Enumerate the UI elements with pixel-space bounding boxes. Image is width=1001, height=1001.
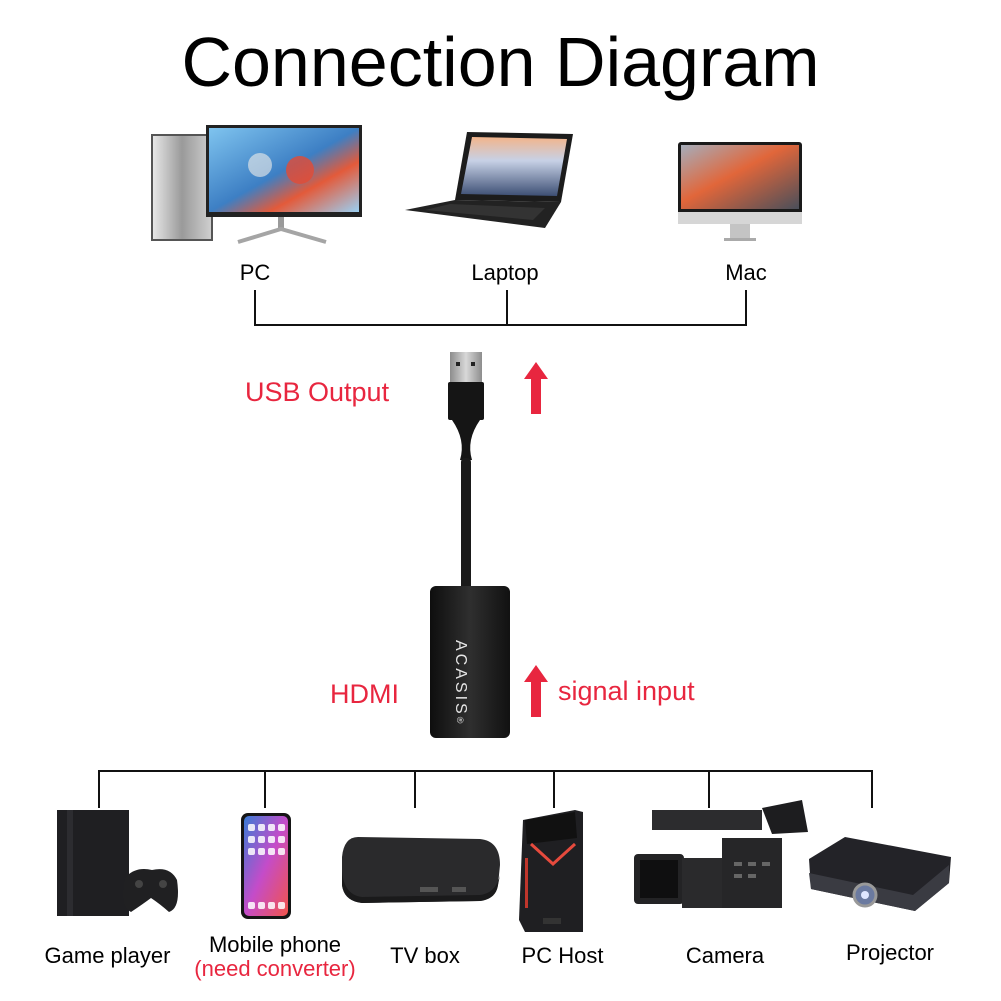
device-label-laptop: Laptop bbox=[471, 260, 539, 285]
device-label-game-player: Game player bbox=[44, 943, 171, 968]
device-note-mobile-phone: (need converter) bbox=[194, 956, 356, 981]
device-label-pc-host: PC Host bbox=[521, 943, 604, 968]
output-bracket-mid bbox=[506, 290, 508, 326]
output-bracket-right bbox=[745, 290, 747, 326]
input-bracket-drop bbox=[98, 770, 100, 808]
tv-box-icon bbox=[342, 837, 500, 903]
device-label-camera: Camera bbox=[685, 943, 765, 968]
signal-input-label: signal input bbox=[558, 676, 695, 706]
input-bracket-bar bbox=[98, 770, 873, 772]
device-label-mac: Mac bbox=[725, 260, 767, 285]
projector-icon bbox=[809, 837, 951, 911]
hdmi-label: HDMI bbox=[330, 679, 399, 709]
device-label-tv-box: TV box bbox=[390, 943, 460, 968]
desktop-pc-icon bbox=[151, 125, 362, 244]
laptop-icon bbox=[405, 132, 573, 228]
output-bracket-bar bbox=[254, 324, 747, 326]
device-label-mobile-phone: Mobile phone bbox=[208, 932, 342, 957]
game-console-icon bbox=[57, 810, 178, 916]
output-bracket-left bbox=[254, 290, 256, 326]
arrow-up-icon bbox=[524, 362, 548, 414]
input-bracket-drop bbox=[414, 770, 416, 808]
video-camera-icon bbox=[634, 800, 808, 908]
input-bracket-drop bbox=[708, 770, 710, 808]
usb-output-label: USB Output bbox=[245, 377, 390, 407]
usb-adapter-icon bbox=[430, 352, 510, 738]
imac-icon bbox=[678, 142, 802, 241]
mobile-phone-icon bbox=[241, 813, 291, 919]
pc-tower-icon bbox=[519, 810, 583, 932]
page-title: Connection Diagram bbox=[181, 23, 820, 101]
input-bracket-drop bbox=[871, 770, 873, 808]
input-bracket-drop bbox=[264, 770, 266, 808]
input-bracket-drop bbox=[553, 770, 555, 808]
device-label-projector: Projector bbox=[845, 940, 935, 965]
device-label-pc: PC bbox=[239, 260, 271, 285]
arrow-up-icon bbox=[524, 665, 548, 717]
adapter-brand: ACASIS® bbox=[452, 640, 469, 727]
